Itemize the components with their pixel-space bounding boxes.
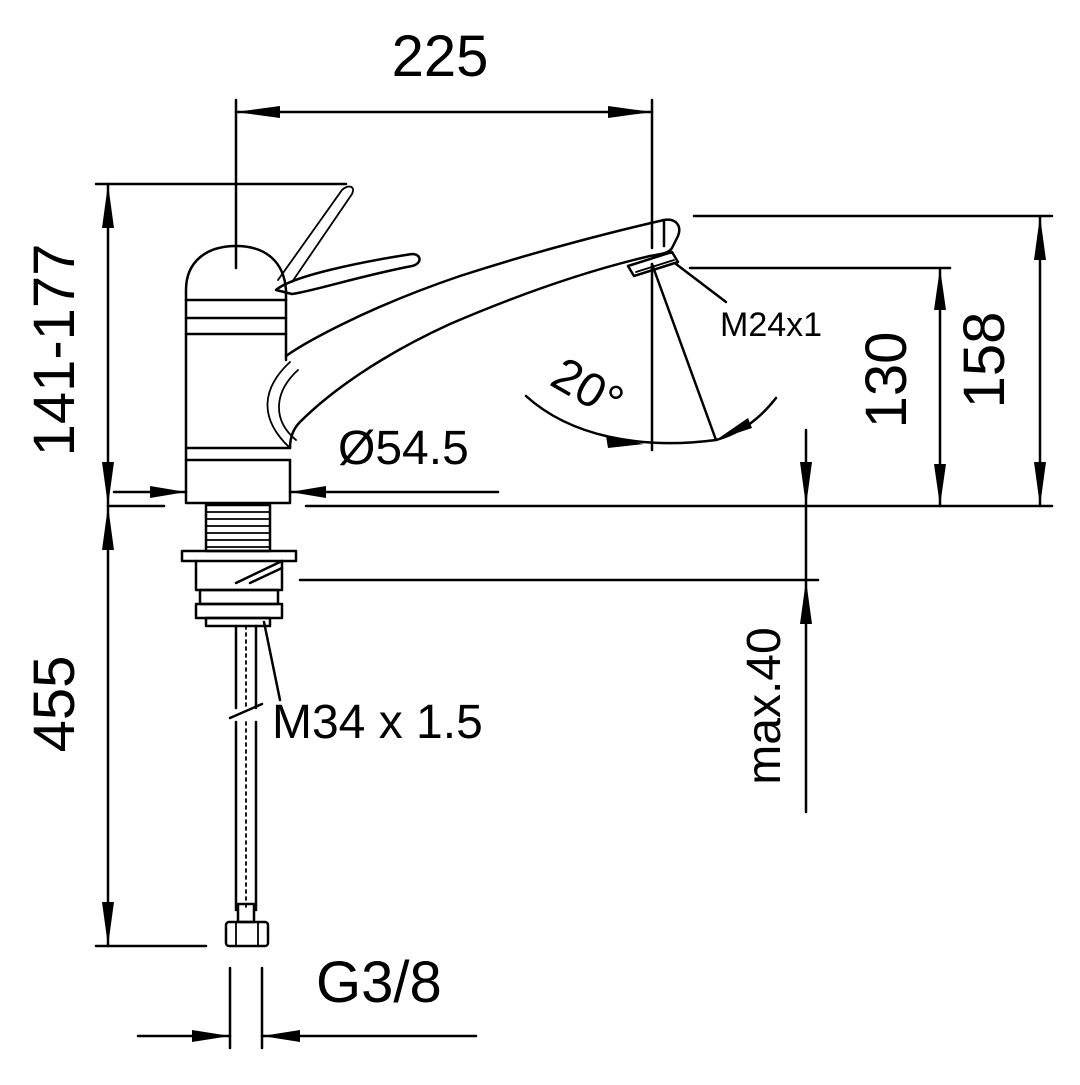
callout-aerator-thread: M24x1 (674, 262, 822, 344)
dim-spout-top-height: 158 (692, 214, 1054, 508)
supply-hose (224, 624, 270, 948)
mounting-washer (180, 549, 298, 563)
dim-spout-top-height-label: 158 (952, 312, 1017, 409)
spout (284, 218, 681, 450)
dim-hose-connection: G3/8 (136, 950, 478, 1050)
callout-mount-thread-label: M34 x 1.5 (272, 696, 483, 749)
hose-break (228, 702, 264, 720)
dim-hose-length: 455 (22, 504, 208, 948)
mounting-nut (198, 588, 280, 606)
mounting-clamp (194, 559, 284, 592)
dim-max-deck-thickness-label: max.40 (738, 627, 791, 784)
lever-handle (274, 185, 421, 296)
dim-max-deck-thickness: max.40 (298, 428, 820, 814)
swivel-curve (266, 361, 291, 449)
dim-spout-reach-label: 225 (392, 24, 489, 89)
mounting-shank (180, 503, 298, 628)
faucet-body (184, 244, 299, 505)
dim-lever-height-label: 141-177 (22, 244, 87, 457)
body-cylinder (184, 298, 292, 505)
dim-outlet-height-label: 130 (854, 332, 919, 429)
lever-raised (277, 185, 354, 283)
callout-mount-thread: M34 x 1.5 (262, 620, 483, 749)
dim-swivel-angle: 20° (524, 262, 778, 452)
dim-lever-height: 141-177 (22, 182, 348, 508)
dim-spout-reach: 225 (234, 24, 654, 270)
dim-body-diameter: Ø54.5 (112, 422, 500, 498)
dim-body-diameter-label: Ø54.5 (338, 422, 469, 475)
dim-hose-connection-label: G3/8 (316, 950, 442, 1015)
dim-hose-length-label: 455 (22, 656, 87, 753)
dim-outlet-height: 130 (688, 266, 952, 508)
hose-connector-nut (224, 920, 270, 948)
spout-outline (284, 218, 681, 450)
callout-aerator-thread-label: M24x1 (720, 306, 822, 344)
lever-closed (274, 252, 421, 296)
